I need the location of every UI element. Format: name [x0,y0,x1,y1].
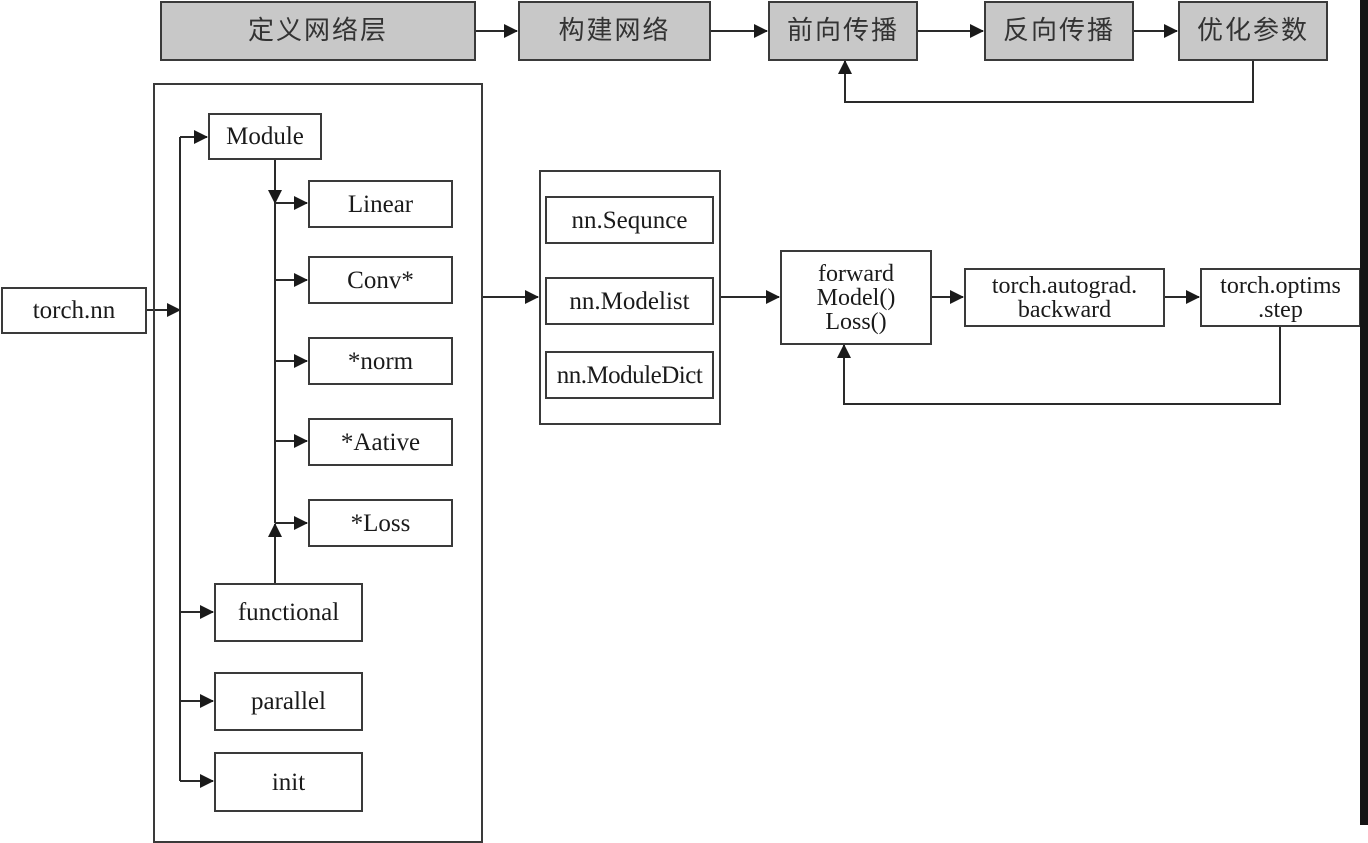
modulelist-box: nn.Modelist [545,277,714,325]
linear-box: Linear [308,180,453,228]
right-edge-border [1360,0,1368,825]
optimizer-step-box: torch.optims .step [1200,268,1361,327]
parallel-box: parallel [214,672,363,731]
step-forward-propagation: 前向传播 [768,1,918,61]
backward-line-1: torch.autograd. [991,272,1138,299]
containers-group [539,170,721,425]
forward-box: forward Model() Loss() [780,250,932,345]
torch-nn-box: torch.nn [1,287,147,334]
step-build-network: 构建网络 [518,1,711,61]
activation-box: *Aative [308,418,453,466]
step-backward-propagation: 反向传播 [984,1,1134,61]
step-define-layers: 定义网络层 [160,1,476,61]
sequential-box: nn.Sequnce [545,196,714,244]
connector-layer [146,24,1281,788]
forward-line-1: forward [818,260,894,287]
module-box: Module [208,113,322,160]
loop-step5-step3 [838,60,1254,103]
forward-line-2: Model() [816,284,896,311]
step-line-1: torch.optims [1220,272,1341,299]
loop-step-to-forward [837,326,1281,405]
step-line-2: .step [1258,296,1303,323]
moduledict-box: nn.ModuleDict [545,351,714,399]
backward-box: torch.autograd. backward [964,268,1165,327]
norm-box: *norm [308,337,453,385]
backward-line-2: backward [1017,296,1112,323]
functional-box: functional [214,583,363,642]
step-optimize-parameters: 优化参数 [1178,1,1328,61]
conv-box: Conv* [308,256,453,304]
init-box: init [214,752,363,812]
forward-line-3: Loss() [825,308,887,335]
loss-box: *Loss [308,499,453,547]
